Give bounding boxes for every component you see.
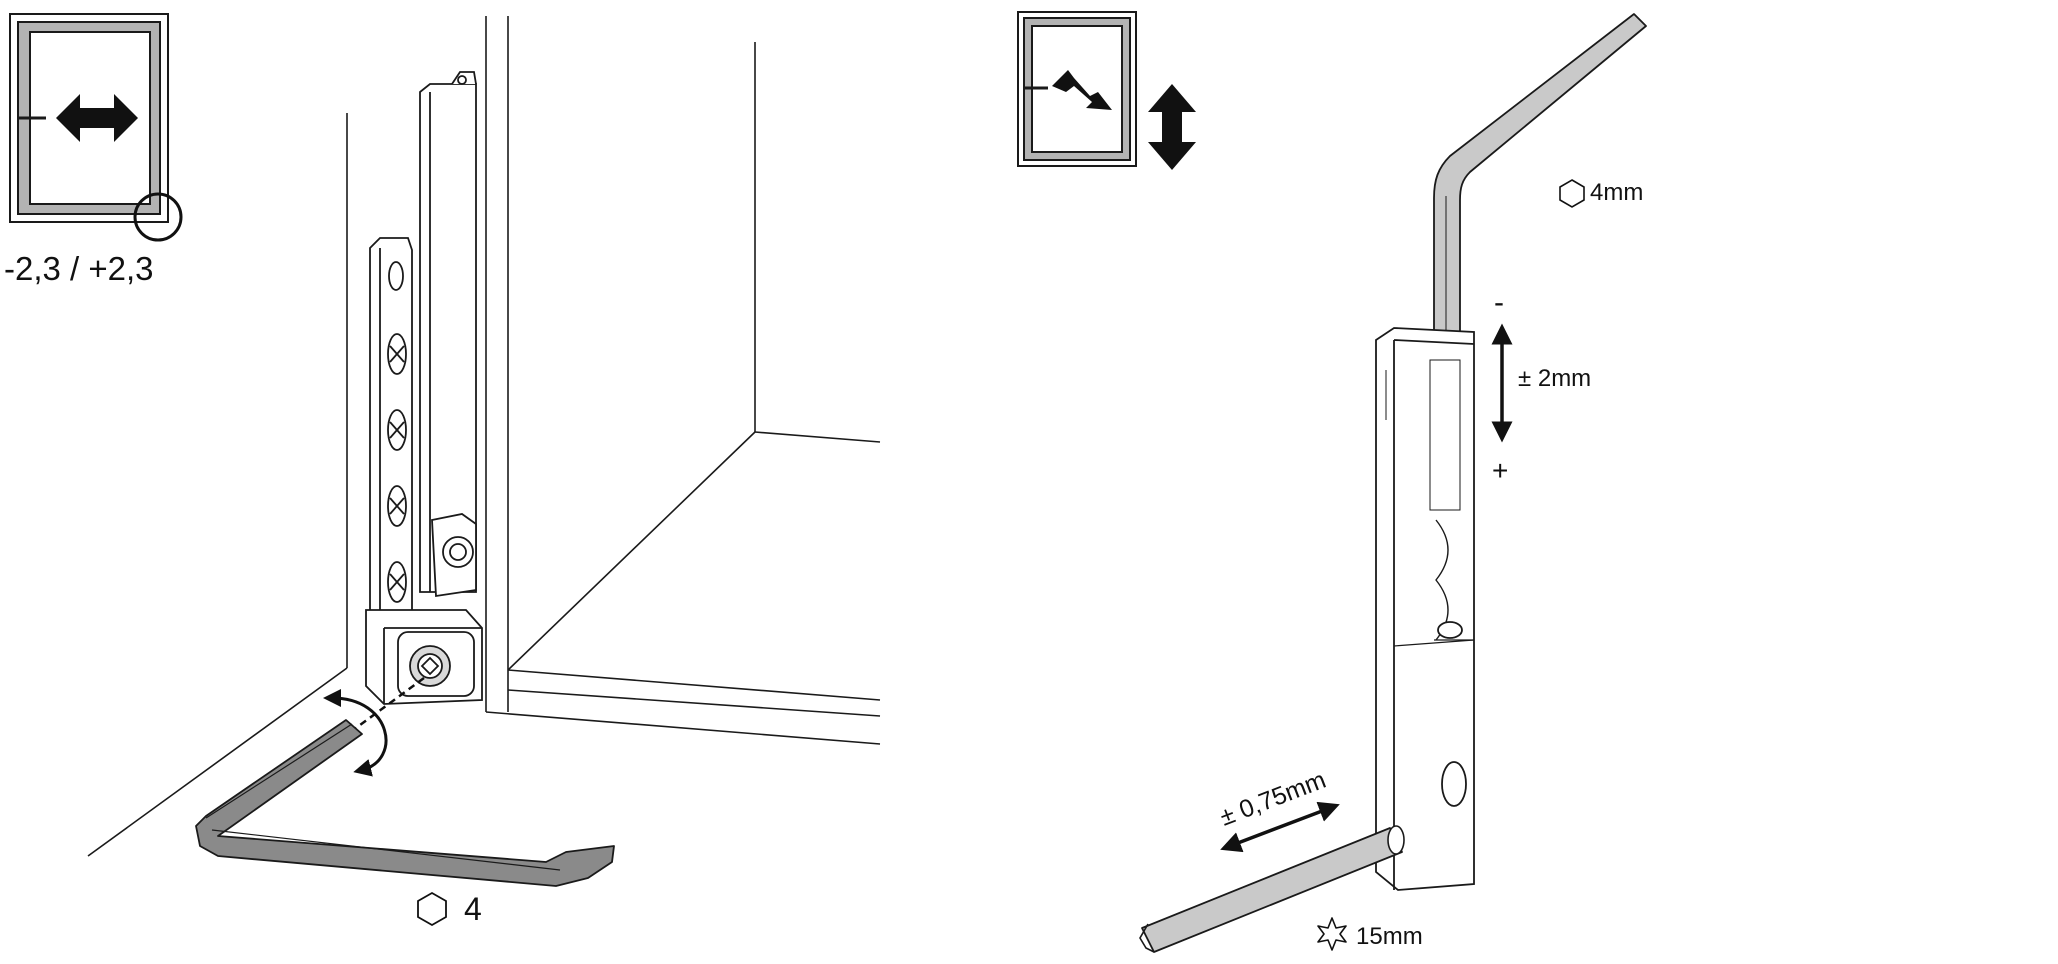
hinge-adjustment-block: [365, 609, 483, 705]
key-size-label-right: 4mm: [1590, 179, 1643, 206]
allen-key-left: [195, 719, 615, 887]
frame-outline: [87, 16, 881, 857]
vertical-adjust-icon: [1017, 11, 1196, 170]
torx-screwdriver: [1139, 825, 1405, 953]
rotation-arrow: [323, 689, 388, 777]
hexagon-icon: [417, 891, 447, 927]
minus-label: -: [1494, 286, 1504, 319]
corner-highlight-circle: [133, 192, 183, 242]
plus-label: +: [1492, 455, 1508, 486]
key-size-label-left: 4: [464, 891, 482, 927]
hinge-profile-body: [1375, 327, 1475, 891]
hexagon-icon-right: [1559, 179, 1585, 208]
screw-3: [387, 485, 407, 527]
hinge-upper-plate: [419, 71, 477, 593]
torx-screw-bracket: [431, 513, 477, 598]
screw-2: [387, 409, 407, 451]
depth-range-label: ± 0,75mm: [1216, 766, 1330, 832]
horizontal-adjust-icon: [9, 13, 183, 242]
left-panel: -2,3 / +2,3: [4, 13, 881, 927]
up-down-arrow-icon: [1148, 84, 1196, 170]
key-engagement-line: [355, 676, 425, 730]
hinge-frame-plate: [369, 237, 413, 641]
screw-1: [387, 333, 407, 375]
range-label: -2,3 / +2,3: [4, 250, 154, 287]
right-panel: - + ± 2mm 4mm ± 0,75mm 15mm: [1017, 11, 1647, 953]
screw-4: [387, 561, 407, 603]
height-range-label: ± 2mm: [1518, 365, 1591, 392]
depth-adjust-arrow: [1220, 801, 1340, 853]
torx-star-icon: [1317, 917, 1347, 951]
torx-size-label: 15mm: [1356, 923, 1423, 950]
